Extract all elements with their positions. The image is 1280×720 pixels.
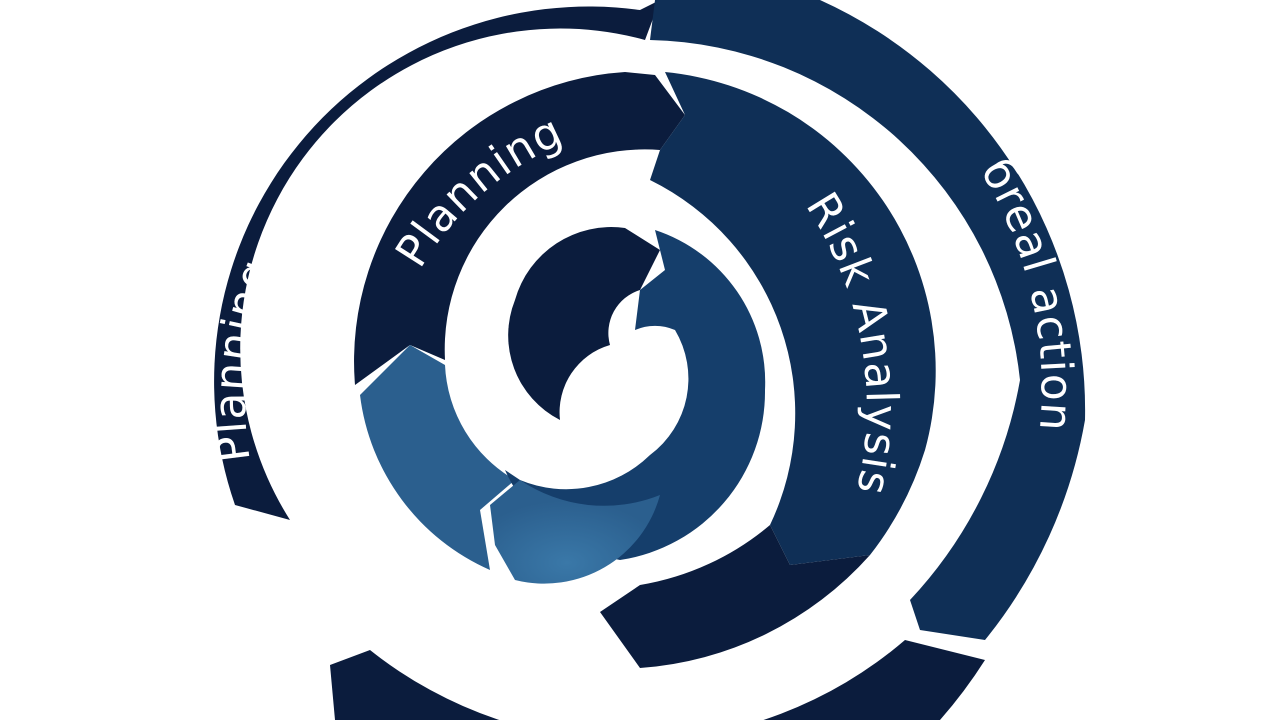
- inner-left-block: [360, 345, 515, 570]
- inner-ring-segment: [505, 230, 766, 560]
- outer-bottom-segment: [330, 640, 985, 720]
- inner-planning-segment: [354, 72, 685, 385]
- inner-bottom-block: [490, 480, 660, 584]
- outer-right-segment: [650, 0, 1086, 640]
- outer-left-segment: [214, 0, 660, 520]
- core-segment: [508, 227, 660, 420]
- lower-navy-segment: [600, 525, 870, 668]
- risk-analysis-segment: [650, 72, 936, 565]
